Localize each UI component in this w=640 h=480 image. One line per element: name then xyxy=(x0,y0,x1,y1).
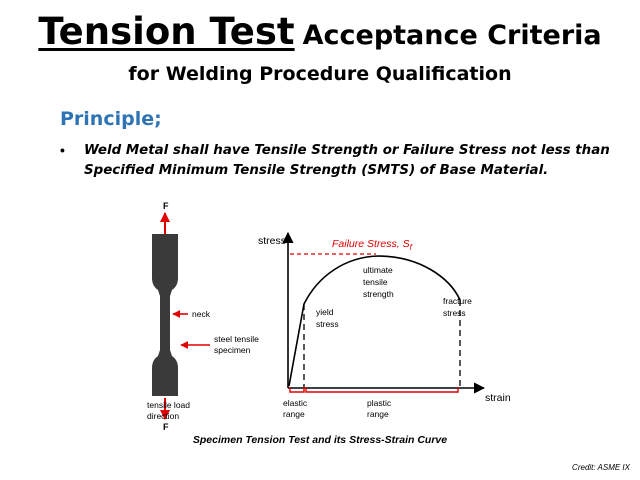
stress-strain-curve: stress strain Failure Stress, Sf ultimat… xyxy=(258,231,511,419)
neck-label: neck xyxy=(192,309,211,319)
title-rest: Acceptance Criteria xyxy=(302,20,602,51)
elastic-label-1: elastic xyxy=(283,398,308,408)
elastic-range-bracket xyxy=(289,387,305,393)
specimen-bar xyxy=(152,234,178,396)
statement-line-1: Weld Metal shall have Tensile Strength o… xyxy=(84,143,610,158)
force-bottom-label: F xyxy=(163,422,169,432)
plastic-range-bracket xyxy=(305,387,459,393)
fracture-label-2: stress xyxy=(443,308,466,318)
bullet-icon: • xyxy=(60,142,65,158)
fracture-label-1: fracture xyxy=(443,296,472,306)
uts-label-1: ultimate xyxy=(363,265,393,275)
principle-heading: Principle; xyxy=(60,108,162,130)
load-label-1: tensile load xyxy=(147,400,190,410)
elastic-label-2: range xyxy=(283,409,305,419)
y-axis-label: stress xyxy=(258,235,286,247)
plastic-label-1: plastic xyxy=(367,398,392,408)
plastic-label-2: range xyxy=(367,409,389,419)
title-main: Tension Test xyxy=(38,10,295,53)
load-label-2: direction xyxy=(147,411,179,421)
specimen-label-2: specimen xyxy=(214,345,251,355)
uts-label-3: strength xyxy=(363,289,394,299)
force-top-label: F xyxy=(163,201,169,211)
credit-text: Credit: ASME IX xyxy=(572,463,630,472)
stress-strain-line xyxy=(288,255,461,387)
uts-label-2: tensile xyxy=(363,277,388,287)
principle-statement: Weld Metal shall have Tensile Strength o… xyxy=(84,141,624,181)
statement-line-2: Specified Minimum Tensile Strength (SMTS… xyxy=(84,163,549,178)
specimen-label-1: steel tensile xyxy=(214,334,259,344)
yield-label-1: yield xyxy=(316,307,334,317)
specimen-group: F F neck steel tensile specimen tensile … xyxy=(147,201,259,432)
figure-caption: Specimen Tension Test and its Stress-Str… xyxy=(192,434,448,446)
x-axis-label: strain xyxy=(485,392,511,404)
failure-stress-label: Failure Stress, Sf xyxy=(332,238,413,252)
slide-subtitle: for Welding Procedure Qualification xyxy=(128,63,512,85)
yield-label-2: stress xyxy=(316,319,339,329)
